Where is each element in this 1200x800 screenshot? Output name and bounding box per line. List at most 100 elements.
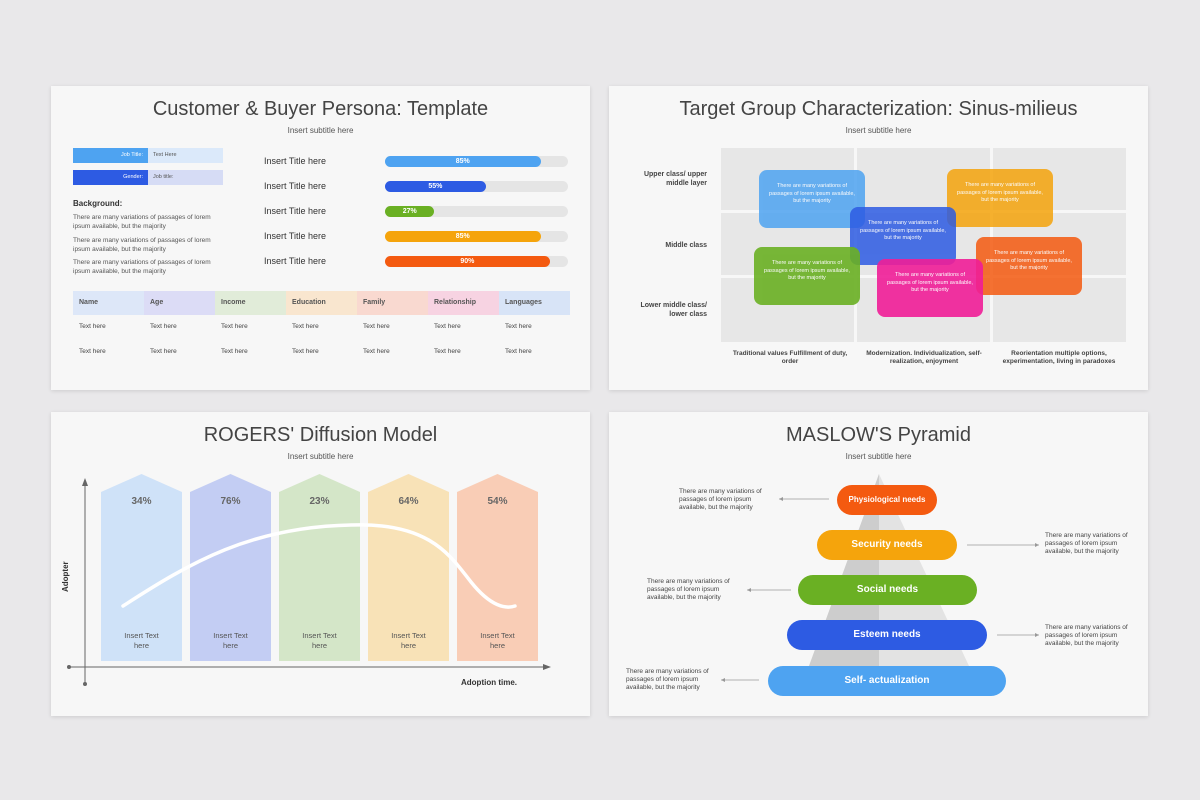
diffusion-graphic: [67, 474, 551, 686]
row-label: Middle class: [665, 242, 707, 249]
adopter-arrow: [457, 474, 538, 661]
job-title-value: Text Here: [148, 148, 223, 163]
bar-title: Insert Title here: [264, 231, 327, 241]
table-header-cell: Relationship: [428, 291, 499, 315]
bar-track: 85%: [385, 156, 568, 167]
connector-arrowhead: [747, 588, 751, 592]
column-label: Traditional values Fulfillment of duty, …: [732, 350, 848, 365]
bar-track: 55%: [385, 181, 568, 192]
column-label: Reorientation multiple options, experime…: [1002, 350, 1116, 365]
milieu-box: There are many variations of passages of…: [759, 170, 865, 228]
x-axis-label: Adoption time.: [461, 678, 517, 687]
level-note: There are many variations of passages of…: [647, 578, 730, 601]
slide-title: MASLOW'S Pyramid: [786, 424, 971, 446]
bar-track: 90%: [385, 256, 568, 267]
background-paragraph: There are many variations of passages of…: [73, 237, 211, 253]
table-cell: Text here: [434, 323, 461, 330]
slide-title: Target Group Characterization: Sinus-mil…: [679, 98, 1078, 120]
adopter-percent: 64%: [398, 496, 419, 507]
adopter-percent: 76%: [220, 496, 241, 507]
connector-arrowhead: [779, 497, 783, 501]
table-cell: Text here: [505, 323, 532, 330]
milieu-box: There are many variations of passages of…: [947, 169, 1053, 227]
pyramid-level: Physiological needs: [837, 485, 937, 515]
adopter-text: Insert Text here: [213, 631, 248, 650]
table-cell: Text here: [434, 348, 461, 355]
slide-subtitle: Insert subtitle here: [845, 452, 912, 461]
bar-fill: 85%: [385, 231, 541, 242]
row-label: Upper class/ upper middle layer: [643, 171, 707, 187]
pyramid-level: Social needs: [798, 575, 977, 605]
background-paragraph: There are many variations of passages of…: [73, 259, 211, 275]
adopter-percent: 54%: [487, 496, 508, 507]
connector-arrowhead: [1035, 543, 1039, 547]
adopter-text: Insert Text here: [124, 631, 159, 650]
adopter-text: Insert Text here: [480, 631, 515, 650]
y-axis-label: Adopter: [61, 561, 70, 592]
diffusion-curve: [121, 523, 517, 609]
adopter-percent: 34%: [131, 496, 152, 507]
table-cell: Text here: [221, 348, 248, 355]
table-cell: Text here: [79, 348, 106, 355]
adopter-text: Insert Text here: [391, 631, 426, 650]
connector-arrowhead: [721, 678, 725, 682]
bar-title: Insert Title here: [264, 256, 327, 266]
level-note: There are many variations of passages of…: [679, 488, 762, 511]
table-cell: Text here: [150, 323, 177, 330]
adopter-arrow: [101, 474, 182, 661]
table-header-cell: Languages: [499, 291, 570, 315]
bar-fill: 85%: [385, 156, 541, 167]
adopter-percent: 23%: [309, 496, 330, 507]
axis-endpoint: [83, 682, 87, 686]
table-header-cell: Income: [215, 291, 286, 315]
table-cell: Text here: [221, 323, 248, 330]
bar-track: 27%: [385, 206, 568, 217]
level-note: There are many variations of passages of…: [626, 668, 709, 691]
bar-fill: 55%: [385, 181, 486, 192]
table-cell: Text here: [292, 323, 319, 330]
level-note: There are many variations of passages of…: [1045, 532, 1128, 555]
bar-track: 85%: [385, 231, 568, 242]
sinus-milieus-slide: Target Group Characterization: Sinus-mil…: [609, 86, 1148, 390]
pyramid-level: Esteem needs: [787, 620, 987, 650]
milieu-box: There are many variations of passages of…: [976, 237, 1082, 295]
adopter-arrow: [368, 474, 449, 661]
adopter-text: Insert Text here: [302, 631, 337, 650]
adopter-arrow: [279, 474, 360, 661]
table-header-cell: Family: [357, 291, 428, 315]
table-header-cell: Age: [144, 291, 215, 315]
slide-subtitle: Insert subtitle here: [287, 126, 354, 135]
table-cell: Text here: [292, 348, 319, 355]
gender-value: Job title:: [148, 170, 223, 185]
x-axis-arrowhead: [543, 664, 551, 670]
connector-arrowhead: [1035, 633, 1039, 637]
slide-subtitle: Insert subtitle here: [287, 452, 354, 461]
bar-title: Insert Title here: [264, 206, 327, 216]
milieu-box: There are many variations of passages of…: [877, 259, 983, 317]
table-header-cell: Education: [286, 291, 357, 315]
table-cell: Text here: [79, 323, 106, 330]
background-paragraph: There are many variations of passages of…: [73, 214, 211, 230]
slide-subtitle: Insert subtitle here: [845, 126, 912, 135]
slide-title: Customer & Buyer Persona: Template: [152, 98, 489, 120]
pyramid-shade: [809, 474, 879, 666]
table-cell: Text here: [363, 323, 390, 330]
table-header-cell: Name: [73, 291, 144, 315]
pyramid-graphic: [721, 474, 1039, 682]
adopter-arrow: [190, 474, 271, 661]
bar-title: Insert Title here: [264, 156, 327, 166]
axis-endpoint: [67, 665, 71, 669]
table-cell: Text here: [363, 348, 390, 355]
table-cell: Text here: [505, 348, 532, 355]
milieu-box: There are many variations of passages of…: [754, 247, 860, 305]
persona-slide: Customer & Buyer Persona: Template Inser…: [51, 86, 590, 390]
column-label: Modernization. Individualization, self-r…: [866, 350, 982, 365]
job-title-label: Job Title:: [73, 148, 148, 163]
bar-title: Insert Title here: [264, 181, 327, 191]
pyramid-level: Security needs: [817, 530, 957, 560]
y-axis-arrowhead: [82, 478, 88, 486]
bar-fill: 90%: [385, 256, 550, 267]
bar-fill: 27%: [385, 206, 435, 217]
maslow-slide: MASLOW'S Pyramid Insert subtitle here Ph…: [609, 412, 1148, 716]
rogers-diffusion-slide: ROGERS' Diffusion Model Insert subtitle …: [51, 412, 590, 716]
